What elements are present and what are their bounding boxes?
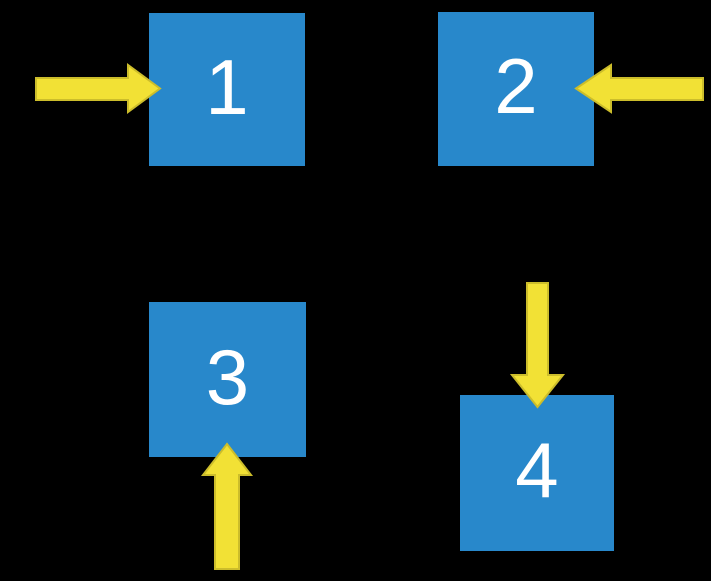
arrow-down-icon [509,282,566,409]
square-3: 3 [149,302,306,457]
square-1: 1 [149,13,305,166]
square-2: 2 [438,12,594,166]
square-4-label: 4 [515,426,559,514]
arrow-left-icon [574,63,704,114]
square-2-label: 2 [494,42,538,130]
arrow-right-icon [35,63,162,114]
arrow-up-icon [200,442,254,570]
square-4: 4 [460,395,614,551]
square-3-label: 3 [205,332,250,421]
square-1-label: 1 [205,42,249,131]
